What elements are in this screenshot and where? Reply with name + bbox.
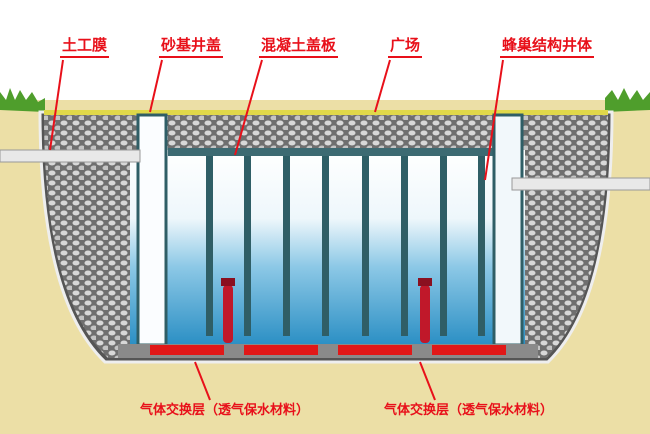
- gas-exchange-layer: [118, 344, 538, 358]
- grass-left: [0, 88, 45, 112]
- label-sand-manhole-cover: 砂基井盖: [159, 36, 224, 58]
- right-shaft: [492, 113, 524, 347]
- grass-right: [605, 88, 650, 112]
- plaza-surface: [44, 110, 608, 115]
- label-gas-exchange-left: 气体交换层（透气保水材料）: [140, 403, 310, 418]
- concrete-cover-plate: [168, 148, 493, 156]
- label-honeycomb-well-body: 蜂巢结构井体: [500, 36, 595, 58]
- columns: [206, 156, 485, 336]
- label-plaza: 广场: [388, 36, 423, 58]
- pipe-right: [511, 177, 650, 191]
- leader-lines: [49, 59, 504, 401]
- label-gas-exchange-right: 气体交换层（透气保水材料）: [384, 403, 554, 418]
- label-geomembrane: 土工膜: [60, 36, 110, 58]
- pump-left-icon: [221, 278, 235, 343]
- label-concrete-cover-plate: 混凝土盖板: [259, 36, 339, 58]
- pump-right-icon: [418, 278, 432, 343]
- pipe-left: [0, 149, 141, 163]
- left-shaft: [136, 113, 168, 347]
